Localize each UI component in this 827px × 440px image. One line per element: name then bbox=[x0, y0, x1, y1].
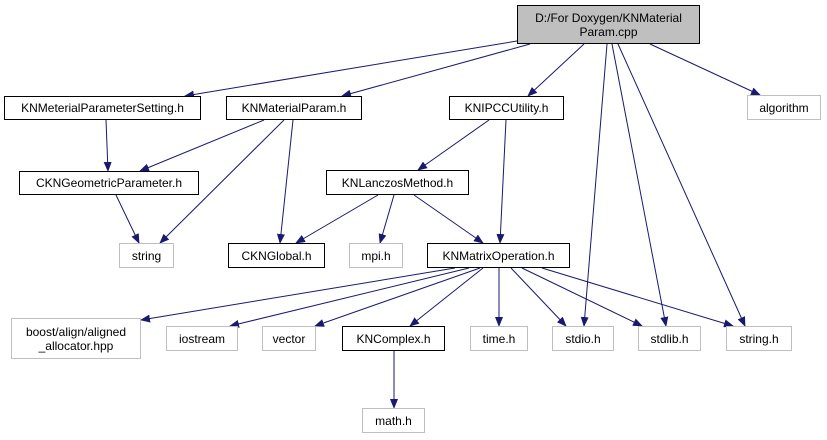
node-stdlib: stdlib.h bbox=[638, 326, 701, 351]
node-label: stdlib.h bbox=[650, 331, 689, 346]
node-root[interactable]: D:/For Doxygen/KNMaterial Param.cpp bbox=[517, 5, 700, 44]
node-label: stdio.h bbox=[565, 331, 601, 346]
edge-matrix_op-to-stdlib bbox=[521, 267, 643, 327]
edge-root-to-meterial_setting bbox=[184, 40, 518, 99]
edge-material_param-to-geometric_param bbox=[139, 119, 265, 172]
node-complex[interactable]: KNComplex.h bbox=[342, 326, 445, 351]
node-label: CKNGeometricParameter.h bbox=[35, 176, 183, 190]
node-label: boost/align/aligned _allocator.hpp bbox=[25, 324, 127, 353]
edge-root-to-stdio bbox=[580, 43, 608, 327]
node-algorithm: algorithm bbox=[747, 95, 821, 120]
edge-ipcc_utility-to-lanczos bbox=[417, 119, 490, 171]
node-global[interactable]: CKNGlobal.h bbox=[228, 243, 325, 268]
node-iostream: iostream bbox=[166, 326, 238, 351]
node-label: CKNGlobal.h bbox=[241, 248, 312, 263]
node-lanczos[interactable]: KNLanczosMethod.h bbox=[326, 170, 469, 195]
edge-lanczos-to-matrix_op bbox=[413, 194, 484, 244]
edge-matrix_op-to-vector bbox=[314, 267, 481, 327]
edge-meterial_setting-to-geometric_param bbox=[103, 119, 112, 172]
node-time: time.h bbox=[470, 326, 528, 351]
edge-matrix_op-to-iostream bbox=[229, 267, 470, 328]
node-label: vector bbox=[272, 331, 306, 346]
node-label: string bbox=[131, 248, 162, 263]
node-label: KNIPCCUtility.h bbox=[464, 101, 549, 115]
edges-layer bbox=[103, 40, 761, 409]
node-label: string.h bbox=[739, 331, 779, 346]
node-string: string bbox=[119, 243, 174, 268]
edge-ipcc_utility-to-matrix_op bbox=[496, 119, 507, 244]
node-label: KNMeterialParameterSetting.h bbox=[21, 101, 184, 115]
node-boost: boost/align/aligned _allocator.hpp bbox=[11, 318, 141, 359]
edge-root-to-ipcc_utility bbox=[527, 43, 585, 97]
edge-root-to-stdlib bbox=[611, 43, 669, 327]
edge-material_param-to-global bbox=[276, 119, 294, 244]
node-math: math.h bbox=[362, 408, 425, 433]
edge-root-to-material_param bbox=[341, 43, 531, 98]
edge-root-to-string_h bbox=[617, 43, 746, 327]
node-ipcc-utility[interactable]: KNIPCCUtility.h bbox=[449, 96, 564, 120]
edge-matrix_op-to-string_h bbox=[541, 267, 734, 328]
node-vector: vector bbox=[262, 326, 316, 351]
edge-lanczos-to-mpi bbox=[378, 194, 395, 244]
node-label: iostream bbox=[178, 331, 225, 346]
edge-geometric_param-to-string bbox=[115, 194, 140, 244]
node-meterial-setting[interactable]: KNMeterialParameterSetting.h bbox=[4, 96, 201, 120]
node-label: KNMaterialParam.h bbox=[241, 101, 347, 115]
node-label: KNMatrixOperation.h bbox=[442, 248, 555, 263]
node-label: algorithm bbox=[759, 100, 809, 115]
node-label: KNLanczosMethod.h bbox=[341, 175, 454, 190]
edge-lanczos-to-global bbox=[295, 194, 379, 244]
edge-material_param-to-string bbox=[159, 119, 285, 244]
node-stdio: stdio.h bbox=[552, 326, 614, 351]
node-mpi: mpi.h bbox=[349, 243, 403, 268]
node-geometric-param[interactable]: CKNGeometricParameter.h bbox=[19, 171, 199, 195]
node-material-param[interactable]: KNMaterialParam.h bbox=[226, 96, 362, 120]
node-label: time.h bbox=[482, 331, 516, 346]
edge-matrix_op-to-stdio bbox=[510, 267, 567, 327]
edge-matrix_op-to-complex bbox=[409, 267, 484, 327]
node-label: KNComplex.h bbox=[356, 331, 431, 346]
edge-root-to-algorithm bbox=[649, 43, 761, 96]
node-label: mpi.h bbox=[361, 248, 391, 263]
node-label: D:/For Doxygen/KNMaterial Param.cpp bbox=[535, 10, 682, 39]
node-matrix-op[interactable]: KNMatrixOperation.h bbox=[427, 243, 570, 268]
edge-matrix_op-to-boost bbox=[140, 267, 456, 323]
node-string-h: string.h bbox=[726, 326, 792, 351]
node-label: math.h bbox=[375, 413, 412, 428]
